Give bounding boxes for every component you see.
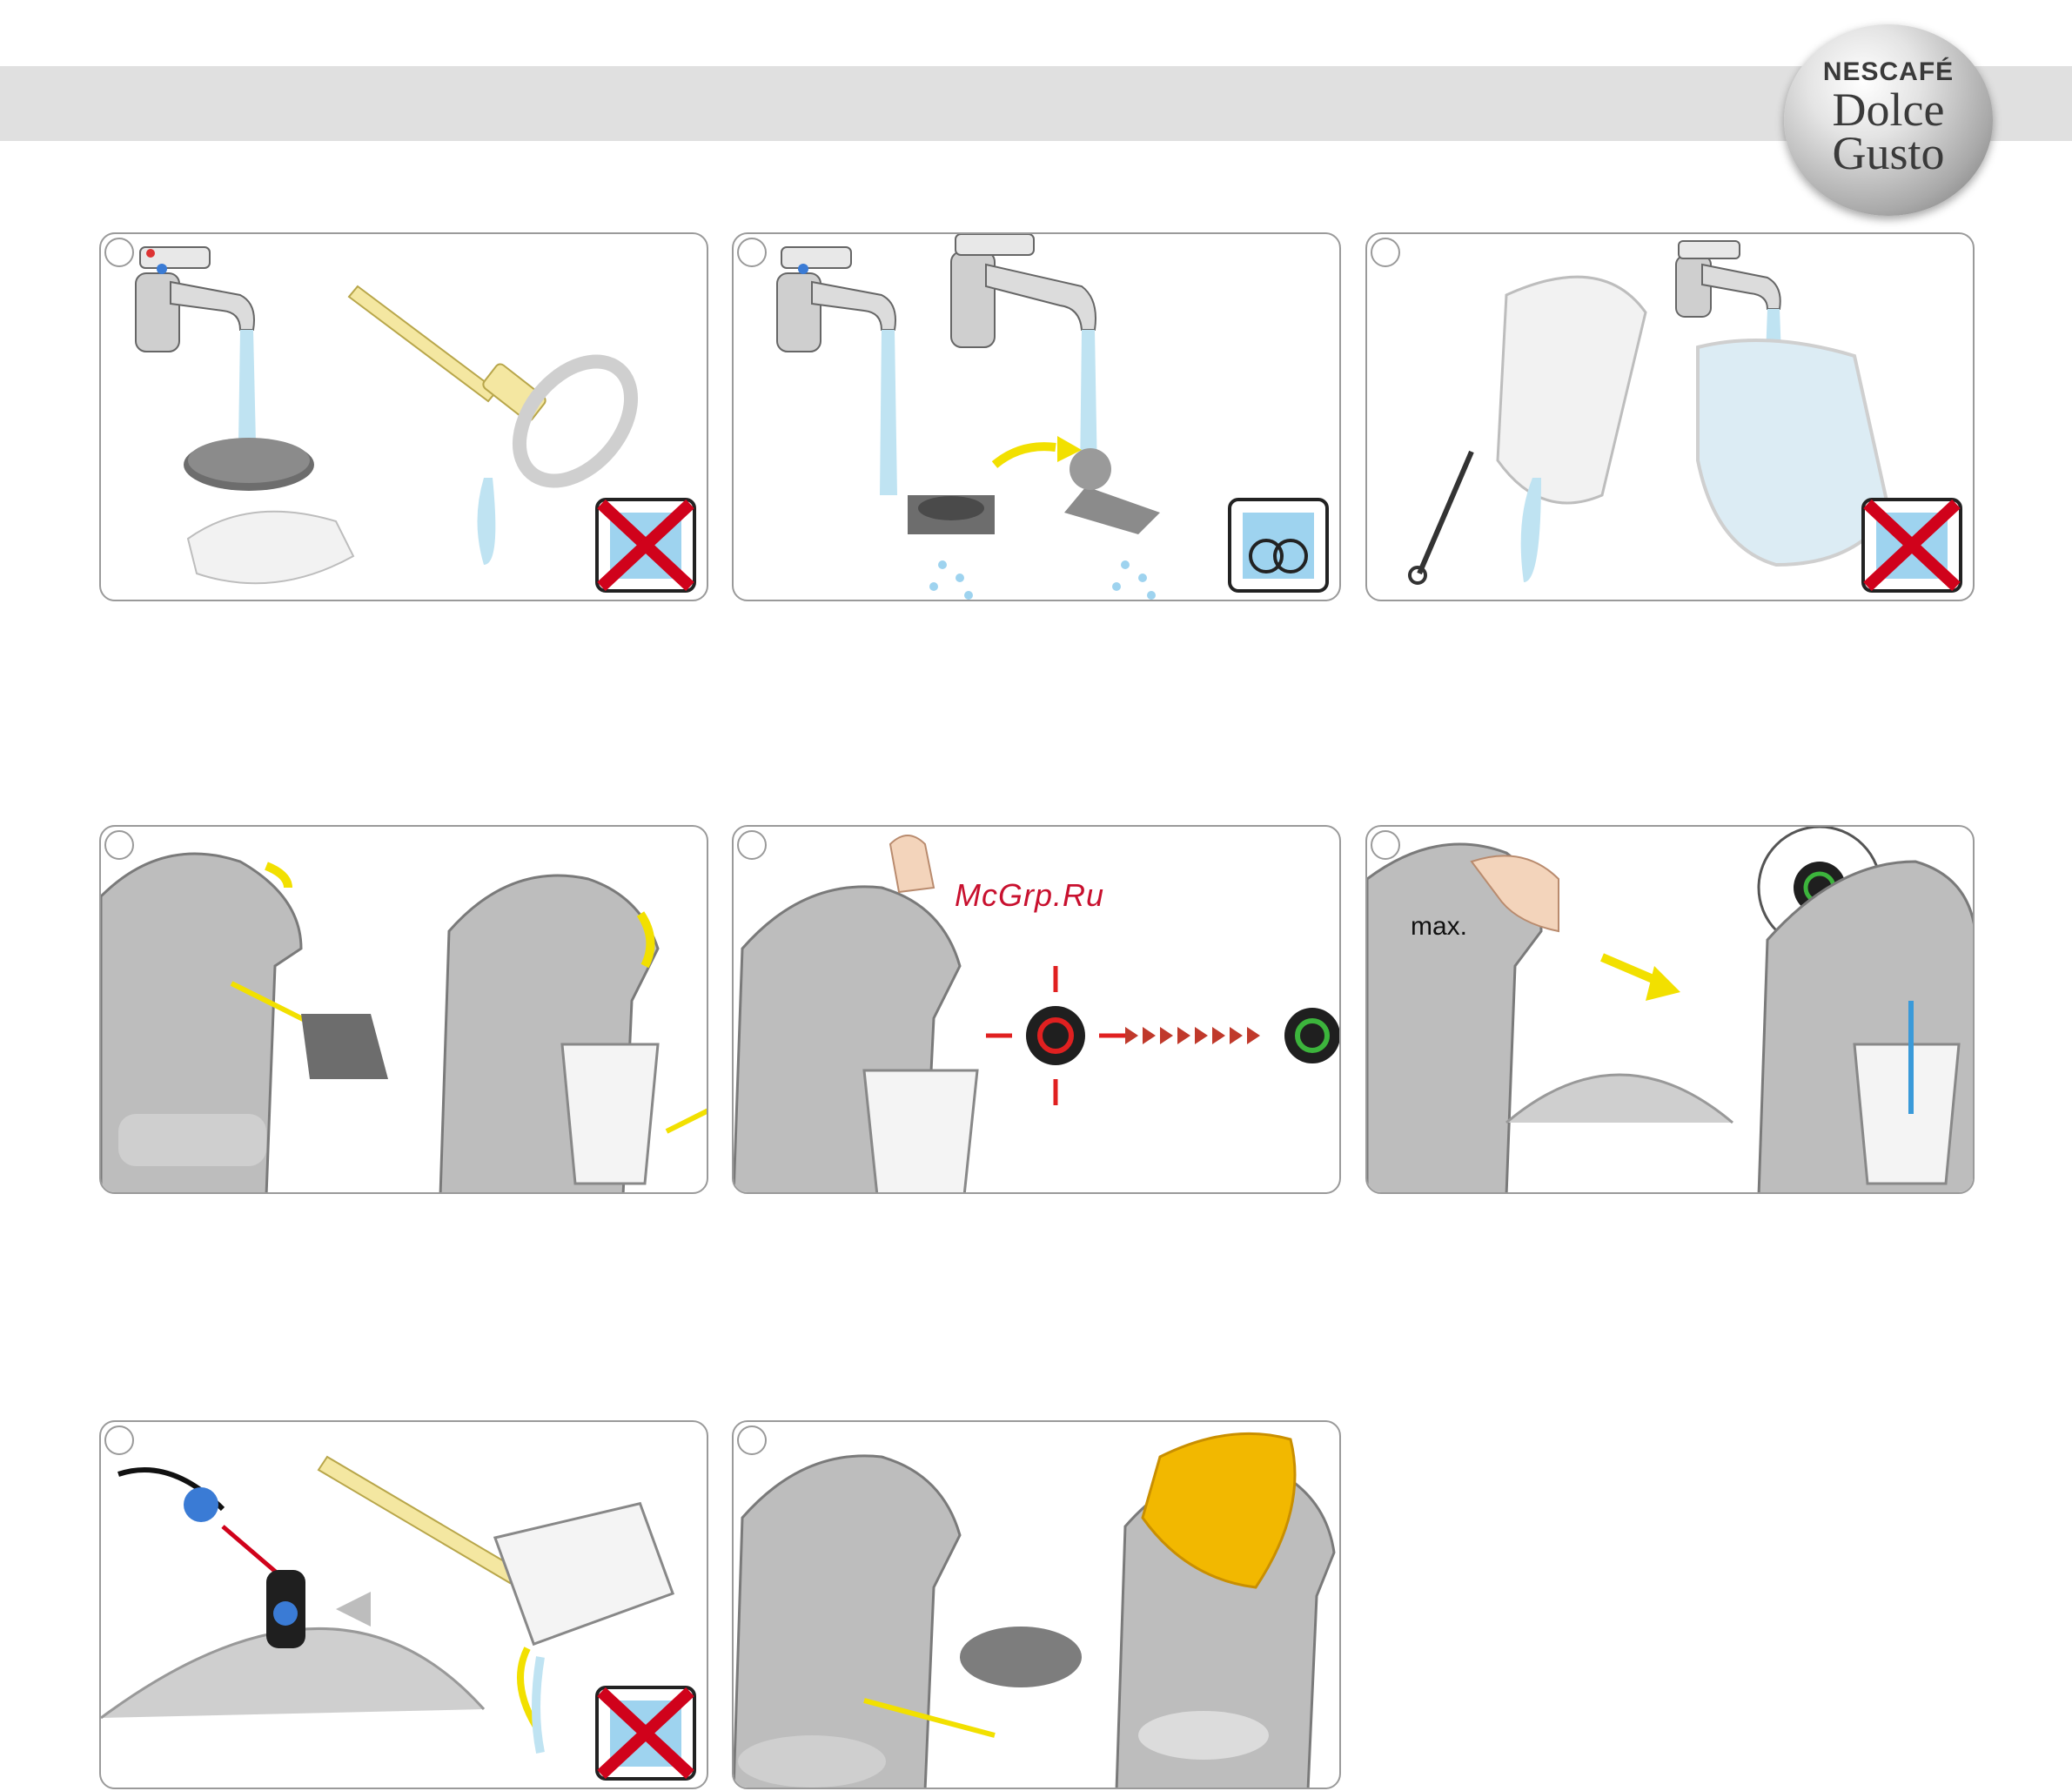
- panel-clean-water-tank: [1365, 232, 1975, 601]
- drip-grid: [960, 1627, 1082, 1687]
- dishwasher-safe-icon: [1230, 500, 1327, 591]
- cup: [1854, 1044, 1959, 1184]
- logo-brand: NESCAFÉ: [1784, 57, 1993, 87]
- capsule-holder: [301, 1014, 388, 1079]
- panel-reassemble-wipe: [732, 1420, 1341, 1789]
- logo-name-line2: Gusto: [1784, 129, 1993, 178]
- no-dishwasher-icon: [597, 500, 694, 591]
- no-dishwasher-icon: [1863, 500, 1961, 591]
- panel-clean-drip-tray: [99, 232, 708, 601]
- water-tank: [1698, 340, 1889, 565]
- panel-insert-capsule-holder: [99, 825, 708, 1194]
- water-drops: [929, 560, 1156, 600]
- progress-arrows: [1125, 1027, 1260, 1044]
- cup: [562, 1044, 658, 1184]
- drip-tray: [1138, 1711, 1269, 1760]
- capsule-holder: [908, 495, 995, 534]
- max-level-label: max.: [1411, 912, 1467, 942]
- water-tank-lid: [1498, 277, 1646, 503]
- watermark-text: McGrp.Ru: [955, 877, 1104, 914]
- faucet-icon: [951, 234, 1096, 347]
- nescafe-dolce-gusto-logo: NESCAFÉ Dolce Gusto: [1784, 24, 1993, 216]
- lever-arc: [1506, 1075, 1733, 1123]
- finger-pressing: [890, 835, 934, 892]
- cup: [495, 1487, 673, 1644]
- eye-icon: [118, 1470, 223, 1522]
- power-button-icon: [1284, 1008, 1340, 1063]
- faucet-icon: [1676, 241, 1780, 317]
- power-button-icon: [986, 966, 1125, 1105]
- drip-grid: [184, 438, 314, 491]
- lever-indicator: [266, 1570, 305, 1648]
- header-band: [0, 66, 2072, 141]
- panel-clean-capsule-holder: [732, 232, 1341, 601]
- capsule-holder-open: [1064, 448, 1160, 534]
- brush-icon: [349, 286, 547, 423]
- no-dishwasher-icon: [597, 1687, 694, 1779]
- faucet-icon: [777, 247, 895, 352]
- coffee-machine: [101, 854, 301, 1194]
- faucet-icon: [136, 247, 254, 352]
- panel-clean-lever: [99, 1420, 708, 1789]
- cup: [864, 1070, 977, 1194]
- drip-tray: [738, 1735, 886, 1788]
- brush-icon: [319, 1457, 519, 1583]
- panel-fill-max: max.: [1365, 825, 1975, 1194]
